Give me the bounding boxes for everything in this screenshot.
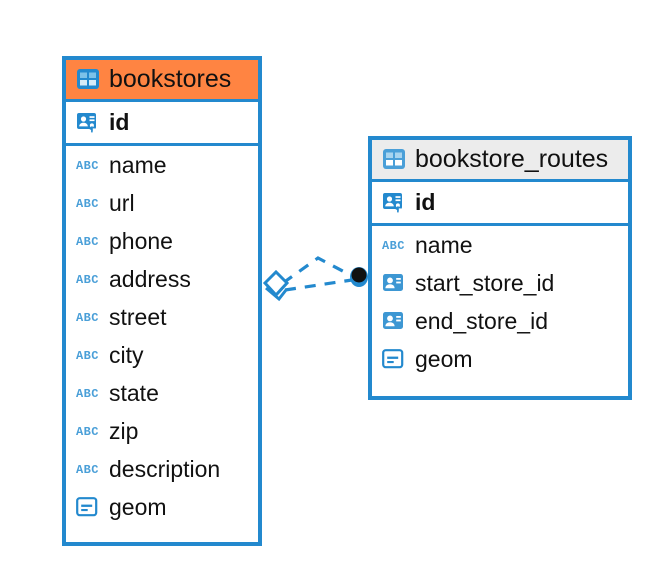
entity-header-bookstore-routes[interactable]: bookstore_routes: [372, 140, 628, 183]
diamond-marker: [262, 269, 290, 302]
field-row-state[interactable]: ABC state: [66, 374, 258, 412]
svg-text:ABC: ABC: [76, 311, 99, 324]
field-label: geom: [109, 493, 167, 520]
abc-text-icon: ABC: [76, 196, 100, 210]
field-row-street[interactable]: ABC street: [66, 298, 258, 336]
field-row-phone[interactable]: ABC phone: [66, 222, 258, 260]
field-label: url: [109, 189, 135, 216]
field-row-city[interactable]: ABC city: [66, 336, 258, 374]
field-row-geom[interactable]: geom: [66, 488, 258, 526]
abc-text-icon: ABC: [76, 158, 100, 172]
geometry-icon: [382, 348, 406, 370]
field-row-address[interactable]: ABC address: [66, 260, 258, 298]
field-row-id[interactable]: id: [66, 102, 258, 147]
field-row-description[interactable]: ABC description: [66, 450, 258, 488]
foreign-key-icon: [382, 272, 406, 294]
geometry-icon: [76, 496, 100, 518]
entity-header-bookstores[interactable]: bookstores: [66, 60, 258, 103]
abc-text-icon: ABC: [382, 238, 406, 252]
field-row-id[interactable]: id: [372, 182, 628, 227]
field-row-end-store-id[interactable]: end_store_id: [372, 302, 628, 340]
entity-bookstore-routes[interactable]: bookstore_routes: [368, 136, 632, 400]
entity-title: bookstores: [109, 65, 232, 93]
field-label: address: [109, 265, 191, 292]
field-list-bookstores: id ABC name ABC url: [66, 102, 258, 526]
field-row-geom[interactable]: geom: [372, 340, 628, 378]
svg-text:ABC: ABC: [76, 349, 99, 362]
field-label: id: [415, 189, 436, 216]
entity-bookstores[interactable]: bookstores: [62, 56, 262, 546]
field-label: description: [109, 455, 221, 482]
svg-text:ABC: ABC: [76, 463, 99, 476]
field-label: city: [109, 341, 144, 368]
abc-text-icon: ABC: [76, 234, 100, 248]
svg-text:ABC: ABC: [76, 159, 99, 172]
field-row-zip[interactable]: ABC zip: [66, 412, 258, 450]
field-row-url[interactable]: ABC url: [66, 184, 258, 222]
abc-text-icon: ABC: [76, 272, 100, 286]
field-row-name[interactable]: ABC name: [372, 226, 628, 264]
field-label: geom: [415, 345, 473, 372]
svg-text:ABC: ABC: [76, 197, 99, 210]
foreign-key-icon: [382, 310, 406, 332]
field-label: name: [109, 151, 167, 178]
svg-text:ABC: ABC: [382, 239, 405, 252]
field-row-start-store-id[interactable]: start_store_id: [372, 264, 628, 302]
primary-key-icon: [382, 191, 406, 215]
field-label: end_store_id: [415, 307, 548, 334]
field-label: name: [415, 231, 473, 258]
abc-text-icon: ABC: [76, 386, 100, 400]
abc-text-icon: ABC: [76, 424, 100, 438]
field-label: phone: [109, 227, 173, 254]
abc-text-icon: ABC: [76, 348, 100, 362]
field-label: start_store_id: [415, 269, 555, 296]
field-label: id: [109, 109, 130, 136]
abc-text-icon: ABC: [76, 310, 100, 324]
primary-key-icon: [76, 111, 100, 135]
svg-text:ABC: ABC: [76, 235, 99, 248]
field-row-name[interactable]: ABC name: [66, 146, 258, 184]
entity-title: bookstore_routes: [415, 145, 609, 173]
abc-text-icon: ABC: [76, 462, 100, 476]
svg-text:ABC: ABC: [76, 273, 99, 286]
field-label: state: [109, 379, 159, 406]
filled-circle-marker: [350, 267, 368, 287]
field-label: zip: [109, 417, 139, 444]
table-icon: [76, 68, 100, 90]
field-label: street: [109, 303, 167, 330]
relationship-line: [282, 256, 355, 292]
svg-text:ABC: ABC: [76, 425, 99, 438]
field-list-bookstore-routes: id ABC name: [372, 182, 628, 378]
svg-text:ABC: ABC: [76, 387, 99, 400]
table-icon: [382, 148, 406, 170]
